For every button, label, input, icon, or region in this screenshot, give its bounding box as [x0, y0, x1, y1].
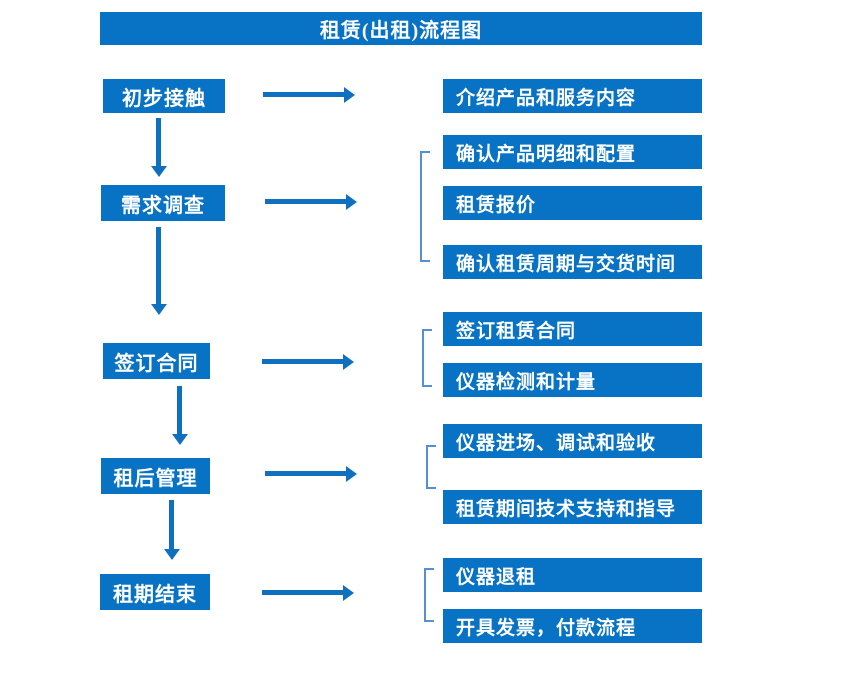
- stage-box-post-rental-management: 租后管理: [101, 458, 210, 494]
- bracket-connector: [422, 329, 432, 387]
- bracket-connector: [424, 568, 434, 622]
- detail-box: 介绍产品和服务内容: [443, 79, 702, 113]
- stage-box-rental-end: 租期结束: [100, 574, 210, 610]
- detail-box: 租赁报价: [443, 186, 702, 220]
- detail-box: 仪器退租: [443, 558, 702, 592]
- detail-box: 确认产品明细和配置: [443, 135, 702, 169]
- detail-box: 仪器进场、调试和验收: [443, 424, 702, 458]
- stage-box-demand-survey: 需求调查: [101, 185, 225, 221]
- right-arrow-icon: [265, 471, 346, 476]
- stage-box-initial-contact: 初步接触: [103, 79, 225, 113]
- detail-box: 开具发票，付款流程: [443, 609, 702, 643]
- bracket-connector: [420, 151, 430, 262]
- right-arrow-icon: [262, 359, 343, 364]
- right-arrow-icon: [262, 590, 343, 595]
- detail-box: 签订租赁合同: [443, 312, 702, 346]
- bracket-connector: [426, 445, 436, 489]
- down-arrow-icon: [156, 227, 161, 304]
- right-arrow-icon: [265, 199, 346, 204]
- stage-box-sign-contract: 签订合同: [103, 343, 210, 379]
- detail-box: 仪器检测和计量: [443, 363, 702, 397]
- right-arrow-icon: [263, 92, 344, 97]
- detail-box: 租赁期间技术支持和指导: [443, 490, 702, 524]
- detail-box: 确认租赁周期与交货时间: [443, 245, 702, 279]
- flowchart-title: 租赁(出租)流程图: [100, 12, 702, 45]
- down-arrow-icon: [156, 118, 161, 166]
- down-arrow-icon: [169, 500, 174, 549]
- down-arrow-icon: [177, 386, 182, 434]
